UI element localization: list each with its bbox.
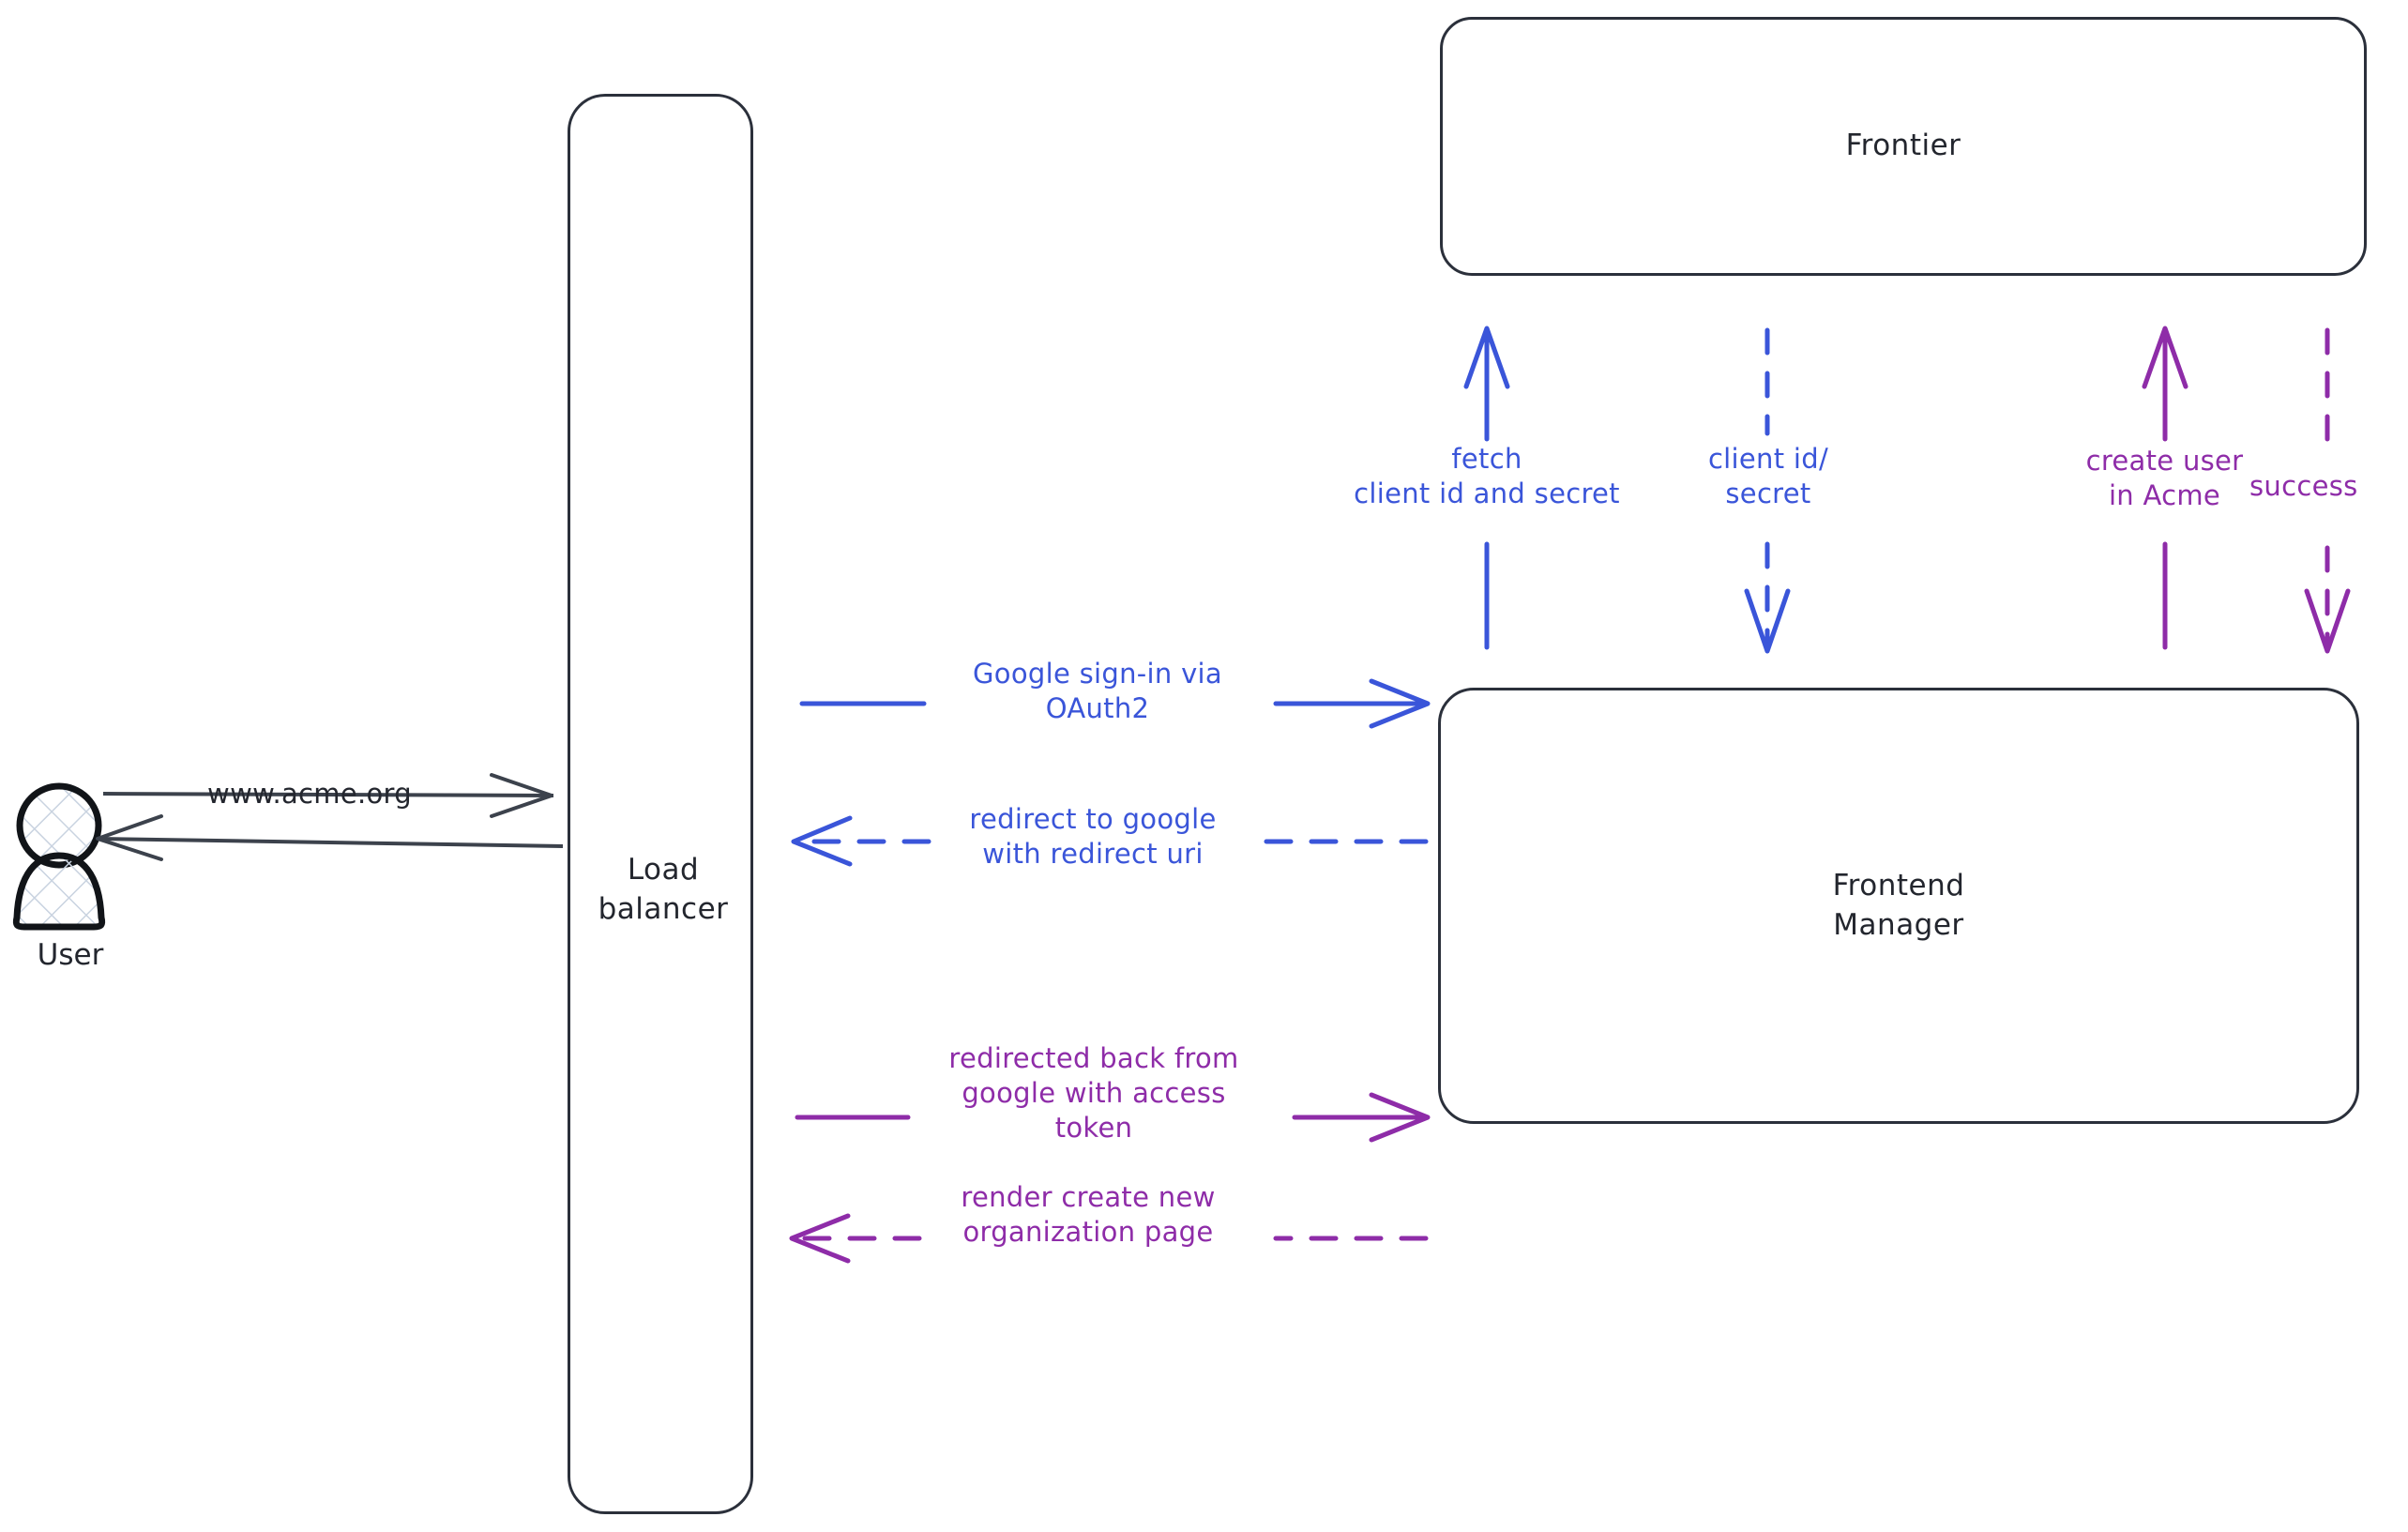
edge-fm-to-lb-render: [789, 1213, 1429, 1264]
edge-fm-to-frontier-fetch: [1463, 326, 1510, 650]
edge-user-to-lb: [102, 773, 554, 818]
node-frontier[interactable]: Frontier: [1440, 17, 2367, 276]
node-load-balancer[interactable]: Load balancer: [568, 94, 753, 1514]
edge-frontier-to-fm-creds: [1744, 327, 1791, 654]
edge-lb-to-fm-signin: [799, 678, 1431, 729]
edge-fm-to-frontier-create: [2142, 326, 2188, 650]
edge-lb-to-fm-token: [795, 1092, 1431, 1143]
user-actor-icon: [12, 782, 106, 931]
node-load-balancer-label: Load balancer: [598, 853, 729, 926]
node-frontend-manager[interactable]: Frontend Manager: [1438, 688, 2359, 1124]
node-frontend-manager-label: Frontend Manager: [1832, 868, 1965, 942]
node-frontier-label: Frontier: [1845, 129, 1961, 163]
edge-frontier-to-fm-success: [2304, 327, 2351, 654]
edge-fm-to-lb-redirect: [791, 815, 1429, 867]
actor-user-label: User: [37, 938, 104, 972]
edge-lb-to-user: [96, 814, 564, 861]
